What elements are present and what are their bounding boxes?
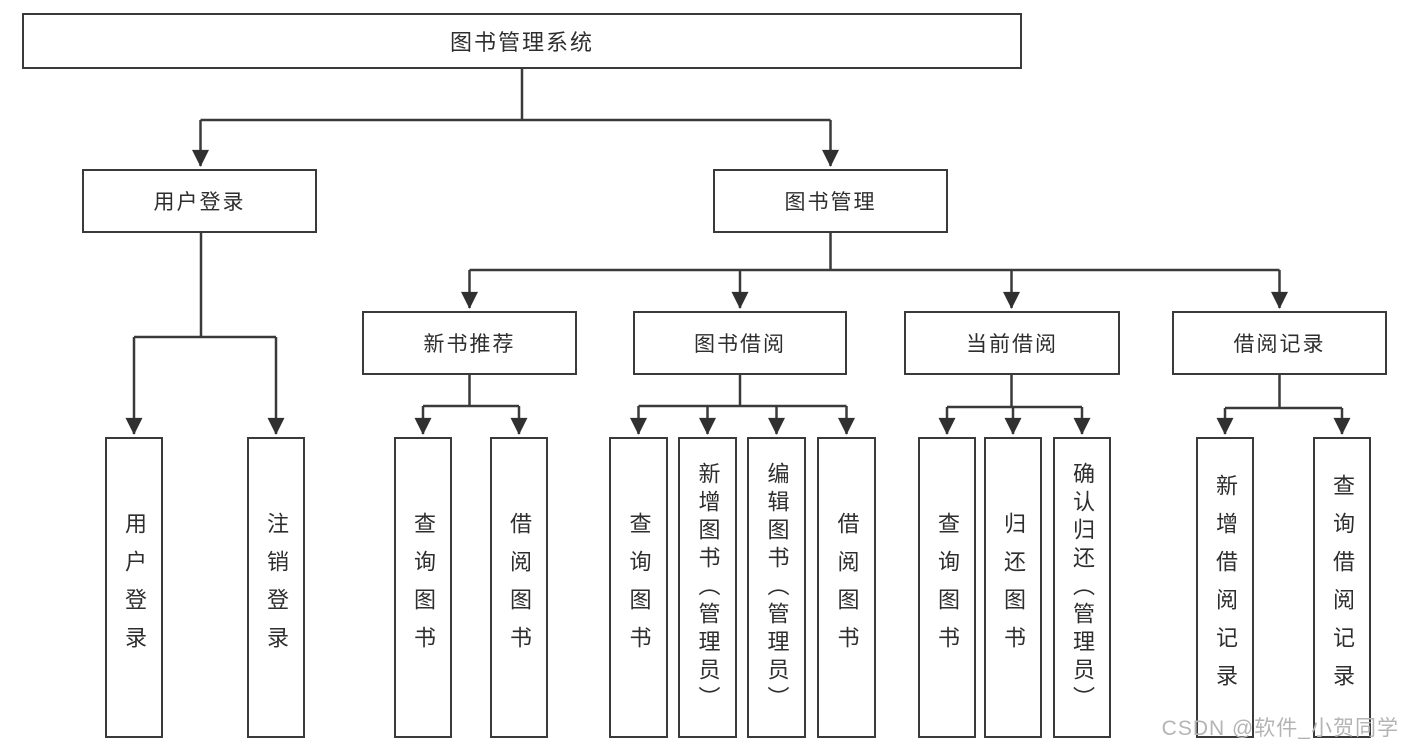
leaf-borrow-books-recommend-label: 借阅图书 [507,511,532,664]
leaf-query-books-current-label: 查询图书 [935,511,960,664]
leaf-user-login: 用户登录 [105,437,163,738]
leaf-add-borrow-record: 新增借阅记录 [1196,437,1254,738]
node-user-login-label: 用户登录 [153,191,246,214]
leaf-confirm-return-admin: 确认归还（管理员） [1053,437,1111,738]
node-user-login: 用户登录 [82,169,317,233]
connector-root-trunk [200,69,831,122]
node-current-borrow-label: 当前借阅 [966,333,1058,356]
node-library-system-label: 图书管理系统 [449,30,594,55]
leaf-query-borrow-record-label: 查询借阅记录 [1330,473,1355,702]
leaf-borrow-books: 借阅图书 [817,437,876,738]
leaf-query-books-current: 查询图书 [918,437,976,738]
node-book-borrow: 图书借阅 [633,311,847,375]
leaf-user-login-label: 用户登录 [122,511,147,664]
node-book-borrow-label: 图书借阅 [694,333,786,356]
leaf-return-book-label: 归还图书 [1001,511,1026,664]
leaf-add-book-admin: 新增图书（管理员） [678,437,737,738]
leaf-borrow-books-recommend: 借阅图书 [490,437,548,738]
node-book-management: 图书管理 [713,169,948,233]
leaf-query-borrow-record: 查询借阅记录 [1313,437,1371,738]
node-new-book-recommend-label: 新书推荐 [423,333,516,356]
connector-book-management-trunk [469,233,1280,272]
leaf-logout-label: 注销登录 [264,511,289,664]
connector-user-login-trunk [134,233,276,339]
node-book-management-label: 图书管理 [784,191,877,214]
leaf-return-book: 归还图书 [984,437,1042,738]
connector-book-borrow-trunk [638,375,847,408]
leaf-query-books-borrow: 查询图书 [609,437,668,738]
leaf-borrow-books-label: 借阅图书 [834,511,860,664]
connector-new-book-recommend-trunk [423,375,519,408]
leaf-confirm-return-admin-label: 确认归还（管理员） [1070,461,1095,714]
node-borrow-records: 借阅记录 [1172,311,1387,375]
leaf-edit-book-admin-label: 编辑图书（管理员） [764,461,790,714]
connector-current-borrow-trunk [947,375,1082,409]
leaf-query-books-recommend-label: 查询图书 [411,511,436,664]
leaf-add-book-admin-label: 新增图书（管理员） [695,461,721,714]
leaf-edit-book-admin: 编辑图书（管理员） [747,437,806,738]
leaf-logout: 注销登录 [247,437,305,738]
node-library-system: 图书管理系统 [22,13,1022,69]
leaf-query-books-recommend: 查询图书 [394,437,452,738]
node-borrow-records-label: 借阅记录 [1233,333,1326,356]
leaf-add-borrow-record-label: 新增借阅记录 [1213,473,1238,702]
node-current-borrow: 当前借阅 [904,311,1120,375]
leaf-query-books-borrow-label: 查询图书 [626,511,652,664]
connector-borrow-records-trunk [1225,375,1342,410]
node-new-book-recommend: 新书推荐 [362,311,577,375]
csdn-watermark: CSDN @软件_小贺同学 [1161,717,1399,740]
